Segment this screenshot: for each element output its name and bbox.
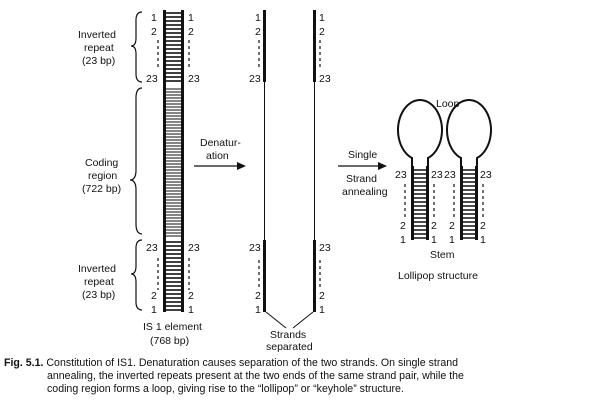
inverted-repeat-top-label: Inverted repeat (23 bp)	[78, 29, 116, 67]
sequence-position-number: 2	[151, 26, 157, 38]
sequence-position-number: 1	[151, 304, 157, 316]
diagram-label: Strand	[346, 173, 377, 185]
sequence-position-number: 1	[255, 304, 261, 316]
sequence-position-number: 2	[319, 290, 325, 302]
diagram-label: (722 bp)	[82, 183, 121, 195]
sequence-position-number: 23	[249, 242, 261, 254]
is-dashed-markers	[157, 40, 190, 290]
sequence-position-number: 23	[444, 169, 456, 181]
strands-label: Strands	[270, 329, 306, 341]
separated-label: separated	[266, 341, 313, 353]
lollipop-structures: Loop 23 23 2 2	[395, 98, 492, 282]
sequence-position-number: 2	[400, 220, 406, 232]
sequence-position-number: 23	[319, 242, 331, 254]
diagram-label: Single	[348, 149, 377, 161]
is-length-label: (768 bp)	[150, 335, 189, 347]
sequence-position-number: 23	[188, 73, 200, 85]
separated-strands: 1 1 2 2 23 23 23 23 2 2 1 1 Strands sepa…	[249, 10, 331, 353]
diagram-label: Inverted	[78, 263, 116, 275]
sequence-position-number: 2	[188, 290, 194, 302]
sequence-position-number: 1	[319, 12, 325, 24]
sequence-position-number: 2	[319, 26, 325, 38]
lollipop-structure-label: Lollipop structure	[398, 270, 478, 282]
is-element-label: IS 1 element	[143, 321, 202, 333]
brace-top	[130, 11, 143, 83]
caption-line-3: coding region forms a loop, giving rise …	[47, 383, 404, 395]
sequence-position-number: 1	[431, 234, 437, 246]
sequence-position-number: 1	[188, 304, 194, 316]
sequence-position-number: 2	[431, 220, 437, 232]
sequence-position-number: 1	[400, 234, 406, 246]
is-strand-right	[181, 10, 184, 312]
sequence-position-number: 23	[319, 73, 331, 85]
sequence-position-number: 2	[480, 220, 486, 232]
sequence-position-number: 23	[431, 169, 443, 181]
bottom-repeat-base-pairs	[166, 241, 181, 311]
sequence-position-number: 2	[449, 220, 455, 232]
sequence-position-number: 1	[319, 304, 325, 316]
brace-coding	[129, 87, 143, 235]
is-strand-left	[163, 10, 166, 312]
is1-element: Inverted repeat (23 bp) Coding region (7…	[78, 10, 202, 347]
diagram-label: Inverted	[78, 29, 116, 41]
diagram-label: repeat	[84, 42, 114, 54]
diagram-label: Coding	[85, 157, 118, 169]
diagram-label: repeat	[84, 276, 114, 288]
loop-label: Loop	[436, 98, 460, 110]
diagram-label: annealing	[342, 186, 388, 198]
sequence-position-number: 23	[395, 169, 407, 181]
inverted-repeat-bottom-label: Inverted repeat (23 bp)	[78, 263, 116, 301]
sequence-position-number: 1	[480, 234, 486, 246]
sequence-position-number: 1	[188, 12, 194, 24]
sequence-position-number: 23	[188, 242, 200, 254]
diagram-label: region	[88, 170, 117, 182]
sequence-position-number: 23	[146, 73, 158, 85]
stem-label: Stem	[430, 249, 455, 261]
denaturation-step: Denatur- ation	[194, 137, 246, 170]
top-repeat-base-pairs	[166, 12, 181, 82]
sequence-position-number: 2	[255, 26, 261, 38]
sequence-position-number: 1	[449, 234, 455, 246]
sequence-position-number: 23	[249, 73, 261, 85]
brace-bottom	[130, 239, 143, 311]
figure-number: Fig. 5.1.	[4, 357, 44, 369]
sequence-position-number: 23	[480, 169, 492, 181]
lollipop-2: 23 23 2 2 1 1	[444, 99, 492, 246]
sequence-position-number: 23	[146, 242, 158, 254]
caption-line-2: annealing, the inverted repeats present …	[47, 370, 464, 382]
sequence-position-number: 2	[255, 290, 261, 302]
diagram-label: Denatur-	[200, 137, 241, 149]
figure-caption: Fig. 5.1. Constitution of IS1. Denaturat…	[4, 357, 595, 396]
diagram-label: ation	[206, 150, 229, 162]
lollipop-1: 23 23 2 2 1 1	[395, 99, 443, 246]
diagram-label: (23 bp)	[82, 55, 115, 67]
coding-region-label: Coding region (722 bp)	[82, 157, 121, 195]
annealing-step: Single Strand annealing	[338, 149, 388, 198]
sequence-position-number: 1	[151, 12, 157, 24]
sequence-position-number: 1	[255, 12, 261, 24]
caption-line-1: Fig. 5.1. Constitution of IS1. Denaturat…	[4, 357, 459, 369]
sequence-position-number: 2	[151, 290, 157, 302]
coding-region-base-pairs	[166, 88, 181, 237]
diagram-label: (23 bp)	[82, 289, 115, 301]
sequence-position-number: 2	[188, 26, 194, 38]
